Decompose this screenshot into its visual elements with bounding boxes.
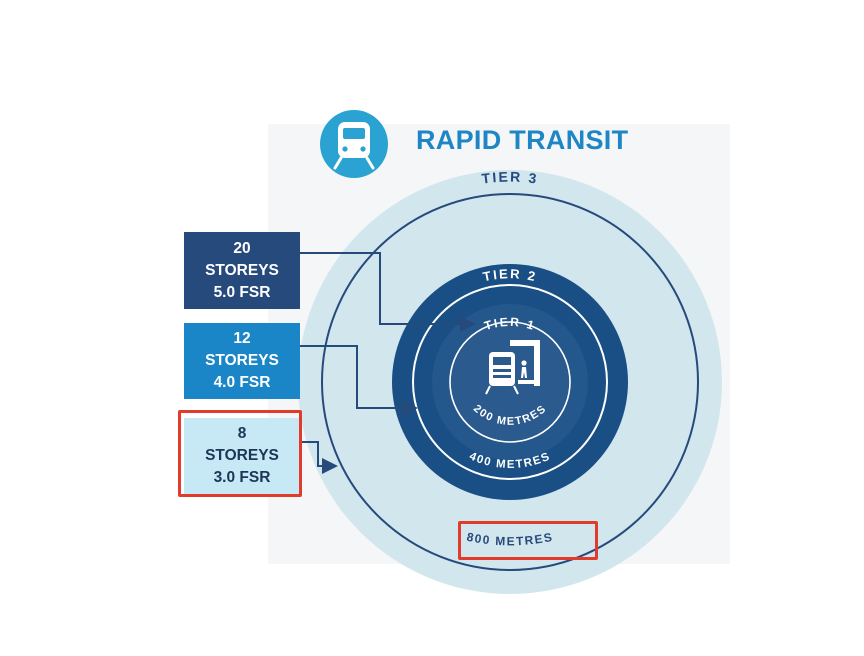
connector-20-storeys	[300, 252, 476, 332]
box-storey-count: 8	[237, 425, 247, 442]
storeys-8-box: 8 STOREYS 3.0 FSR	[184, 418, 300, 494]
tier-2-ring	[412, 284, 608, 480]
tier-3-ring	[321, 193, 699, 571]
connector-8-storeys	[300, 441, 338, 474]
tier-3-label: TIER 3	[481, 169, 540, 187]
train-icon	[320, 110, 388, 178]
tier-2-label: TIER 2	[482, 266, 539, 284]
distance-800-label: 800 METRES	[465, 530, 554, 549]
box-storeys-label: STOREYS	[205, 352, 279, 369]
box-storeys-label: STOREYS	[205, 261, 279, 279]
box-fsr-label: 4.0 FSR	[213, 374, 271, 391]
train-platform-icon	[485, 340, 540, 395]
highlight-box-8-storeys	[178, 410, 302, 497]
highlight-800-metres	[458, 521, 598, 560]
box-storey-count: 12	[233, 330, 251, 347]
connector-12-storeys	[300, 345, 418, 416]
tier-1-label: TIER 1	[483, 315, 538, 333]
box-storeys-label: STOREYS	[205, 447, 279, 464]
storeys-20-box: 20 STOREYS 5.0 FSR	[184, 232, 300, 309]
storeys-12-box: 12 STOREYS 4.0 FSR	[184, 323, 300, 399]
box-fsr-label: 5.0 FSR	[213, 283, 271, 301]
box-storey-count: 20	[233, 239, 251, 257]
page-title: RAPID TRANSIT	[416, 125, 629, 155]
box-fsr-label: 3.0 FSR	[213, 469, 271, 486]
